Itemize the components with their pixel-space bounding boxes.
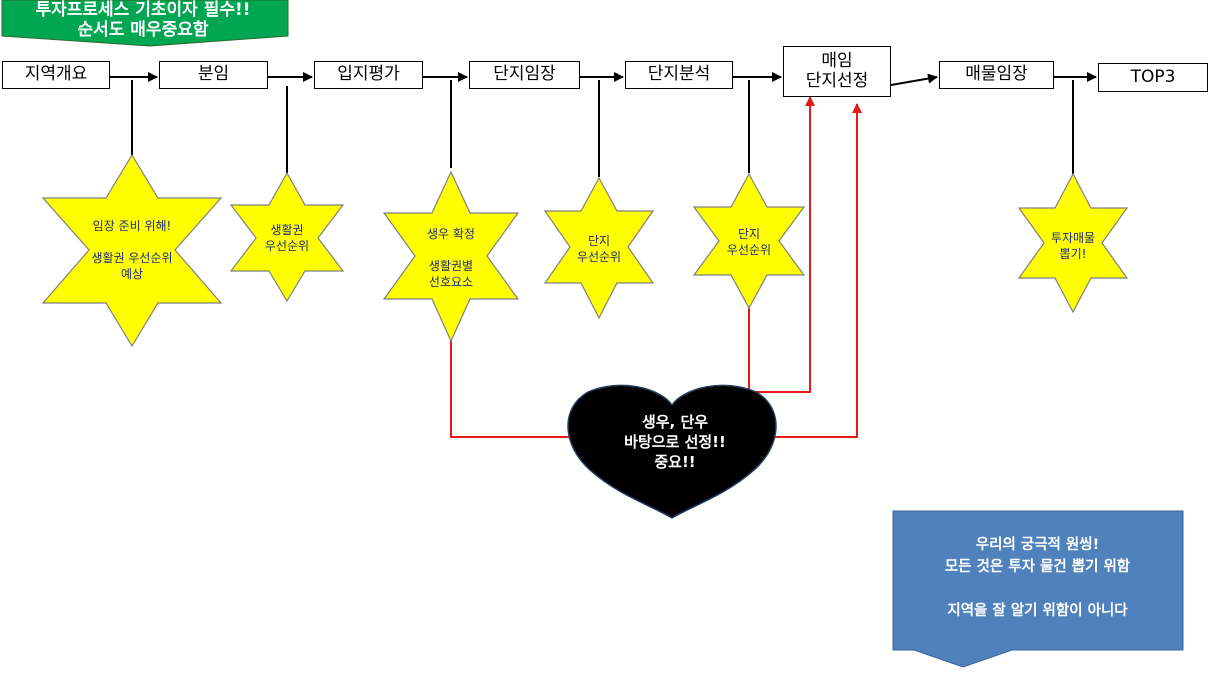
step-label: TOP3	[1130, 66, 1176, 87]
flow-arrows	[110, 72, 1097, 86]
step-label: 분임	[197, 64, 230, 85]
stars	[41, 153, 1129, 348]
star-6-label: 투자매물 뽑기!	[1050, 231, 1096, 261]
step-label: 매임 단지선정	[805, 50, 869, 91]
step-label: 매물임장	[965, 64, 1028, 85]
step-label: 입지평가	[337, 64, 400, 85]
callout-line-4: 지역을 잘 알기 위함이 아니다	[947, 603, 1128, 619]
banner-line-1: 투자프로세스 기초이자 필수!!	[35, 0, 251, 20]
callout-line-3	[895, 578, 1180, 600]
star-5-label: 단지 우선순위	[726, 227, 772, 257]
star-1-label: 임장 준비 위해! 생활권 우선순위 예상	[91, 219, 173, 281]
star-1	[41, 153, 223, 348]
star-3	[382, 170, 520, 343]
callout-line-2: 모든 것은 투자 물건 뽑기 위함	[944, 559, 1131, 575]
star-connectors	[131, 80, 1074, 177]
step-complex-analysis: 단지분석	[625, 61, 733, 89]
step-purchase-complex-selection: 매임 단지선정	[783, 46, 891, 97]
star-2	[229, 171, 345, 303]
step-listing-visit: 매물임장	[939, 61, 1054, 89]
star-4-label: 단지 우선순위	[576, 234, 622, 264]
step-location-evaluation: 입지평가	[314, 61, 423, 89]
heart-label: 생우, 단우 바탕으로 선정!! 중요!!	[624, 413, 726, 471]
heart-shape	[567, 384, 777, 519]
step-label: 단지분석	[647, 64, 711, 85]
star-5	[692, 172, 806, 310]
arrow-6	[890, 73, 938, 86]
banner-title: 투자프로세스 기초이자 필수!! 순서도 매우중요함	[14, 0, 272, 40]
step-complex-visit: 단지임장	[469, 61, 580, 89]
callout-line-1: 우리의 궁극적 원씽!	[975, 537, 1100, 553]
star-4	[543, 176, 655, 320]
step-label: 지역개요	[24, 64, 88, 85]
callout-shape	[892, 510, 1184, 668]
step-top3: TOP3	[1098, 63, 1208, 92]
star-2-label: 생활권 우선순위	[264, 223, 310, 253]
step-bunim: 분임	[159, 61, 268, 89]
banner-line-2: 순서도 매우중요함	[77, 20, 209, 40]
step-label: 단지임장	[493, 64, 556, 85]
banner-shape	[1, 0, 289, 47]
callout-label: 우리의 궁극적 원씽! 모든 것은 투자 물건 뽑기 위함 지역을 잘 알기 위…	[895, 534, 1180, 622]
red-connectors	[450, 96, 862, 438]
step-region-overview: 지역개요	[2, 61, 110, 89]
star-6	[1017, 172, 1129, 314]
star-3-label: 생우 확정 생활권별 선호요소	[427, 227, 475, 289]
